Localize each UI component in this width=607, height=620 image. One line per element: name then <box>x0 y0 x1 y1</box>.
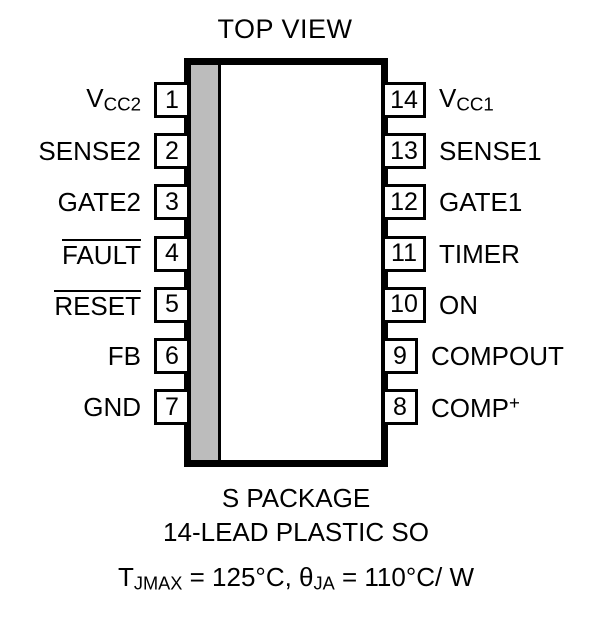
pin-row-14: 14 VCC1 <box>382 82 607 118</box>
page-title: TOP VIEW <box>217 14 353 44</box>
pin-label-subscript: CC1 <box>456 93 494 115</box>
pin-label-subscript: CC2 <box>103 93 141 115</box>
pin-row-9: 9 COMPOUT <box>382 338 607 374</box>
pin-row-12: 12 GATE1 <box>382 184 607 221</box>
package-pin1-stripe <box>191 65 221 460</box>
pin-row-5: RESET 5 <box>0 286 190 323</box>
pin-label: ON <box>439 292 478 318</box>
package-caption: S PACKAGE 14-LEAD PLASTIC SO TJMAX = 125… <box>0 481 592 595</box>
pin-label-text: GATE2 <box>57 187 141 218</box>
pin-label-text: VCC1 <box>439 83 494 115</box>
theta-subscript: JA <box>313 573 335 594</box>
pin-label-text: COMPOUT <box>431 341 564 371</box>
pin-number-box: 2 <box>154 133 190 170</box>
pin-label-overlined: FAULT <box>62 239 141 271</box>
pin-label-text: GATE1 <box>439 187 523 218</box>
pin-number-box: 1 <box>154 82 190 118</box>
pin-row-2: SENSE2 2 <box>0 133 190 170</box>
pin-label: RESET <box>54 290 141 319</box>
pin-label-text: GND <box>83 392 141 423</box>
pin-label: FB <box>108 343 141 369</box>
package-name: S PACKAGE <box>221 483 371 513</box>
pin-row-6: FB 6 <box>0 338 190 374</box>
pin-number-box: 9 <box>382 338 418 374</box>
pin-row-8: 8 COMP+ <box>382 389 607 426</box>
pin-label-text: SENSE2 <box>38 136 141 167</box>
pin-label: FAULT <box>62 239 141 268</box>
tjmax-value: = 125°C, <box>182 561 300 592</box>
pin-label-text: COMP+ <box>431 391 520 423</box>
pin-label-text: SENSE1 <box>439 136 542 167</box>
pin-label: GATE1 <box>439 189 522 215</box>
tjmax-subscript: JMAX <box>133 573 183 594</box>
theta-value: = 110°C/ W <box>334 561 474 592</box>
pin-label: SENSE2 <box>38 138 141 164</box>
pin-number-box: 12 <box>382 184 426 221</box>
pin-label: TIMER <box>439 241 520 267</box>
pin-label-superscript: + <box>509 391 520 413</box>
pin-label-text: TIMER <box>439 238 520 269</box>
pin-row-4: FAULT 4 <box>0 235 190 272</box>
pin-label: COMPOUT <box>431 343 564 369</box>
pin-number-box: 7 <box>154 389 190 426</box>
pin-number-box: 3 <box>154 184 190 221</box>
package-description: 14-LEAD PLASTIC SO <box>163 517 429 548</box>
pin-label-overlined: RESET <box>54 290 141 322</box>
pin-row-1: VCC2 1 <box>0 82 190 118</box>
pin-label: SENSE1 <box>439 138 542 164</box>
pin-number-box: 4 <box>154 235 190 272</box>
pin-label: VCC1 <box>439 85 494 114</box>
pin-label-text: FB <box>107 341 141 371</box>
pin-number-box: 11 <box>382 235 426 272</box>
pin-row-11: 11 TIMER <box>382 235 607 272</box>
pin-number-box: 8 <box>382 389 418 426</box>
package-body <box>184 58 388 467</box>
thermal-spec: TJMAX = 125°C, θJA = 110°C/ W <box>0 560 592 596</box>
pin-row-13: 13 SENSE1 <box>382 133 607 170</box>
theta-symbol: θ <box>299 561 314 592</box>
pin-number-box: 14 <box>382 82 426 118</box>
pin-row-10: 10 ON <box>382 286 607 323</box>
pin-label: VCC2 <box>86 85 141 114</box>
pin-number-box: 5 <box>154 286 190 323</box>
pin-number-box: 13 <box>382 133 426 170</box>
pin-number-box: 10 <box>382 286 426 323</box>
pin-label-text: VCC2 <box>86 83 141 115</box>
pin-label: GND <box>83 394 141 420</box>
pin-label: COMP+ <box>431 391 520 423</box>
pin-row-3: GATE2 3 <box>0 184 190 221</box>
pin-row-7: GND 7 <box>0 389 190 426</box>
pin-number-box: 6 <box>154 338 190 374</box>
pin-label: GATE2 <box>58 189 141 215</box>
tjmax-symbol: T <box>118 561 134 592</box>
pin-label-text: ON <box>439 289 478 320</box>
